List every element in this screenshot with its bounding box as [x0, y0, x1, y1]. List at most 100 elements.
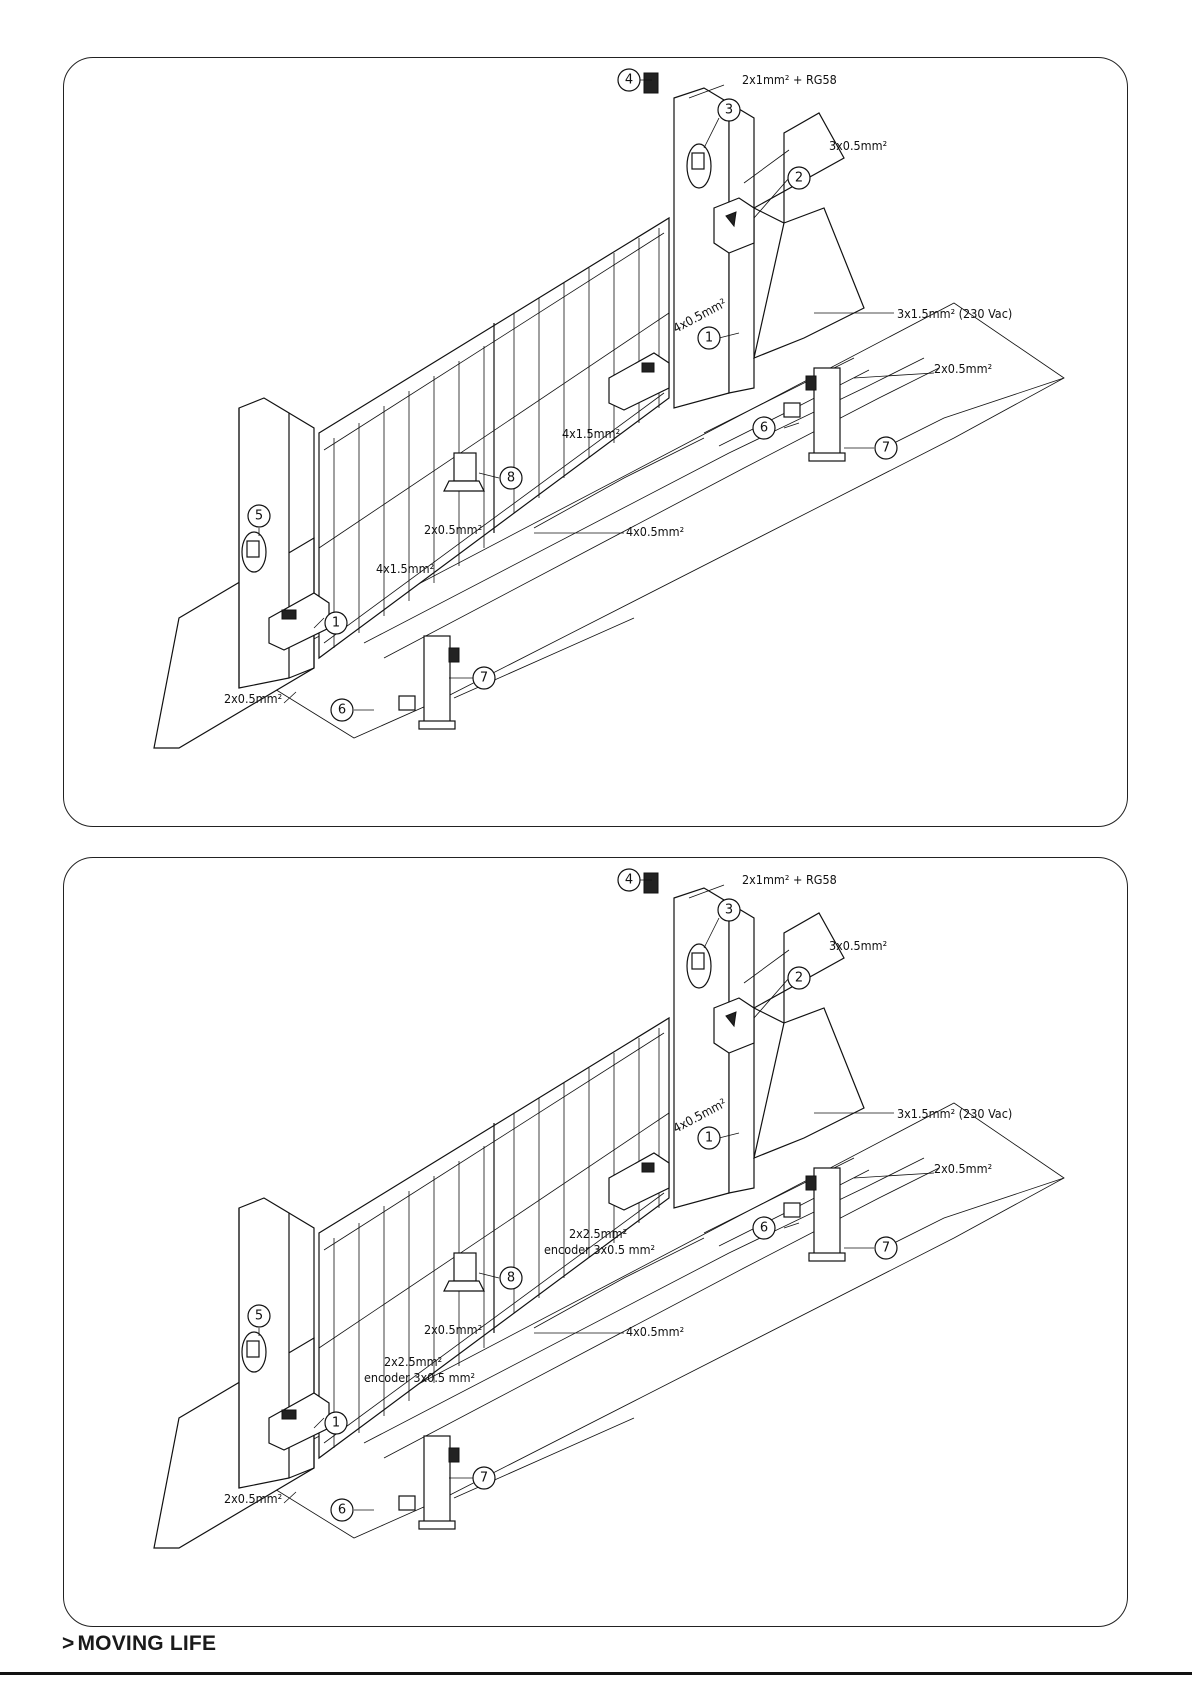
svg-text:5: 5: [255, 1309, 263, 1324]
label-motor-right-cable: 4x1.5mm²: [562, 426, 620, 441]
column-right: [805, 1167, 846, 1262]
callouts: 4 3 2 1 6 7 8 5 1 7 6: [247, 68, 898, 722]
label-left-column-cable: 2x0.5mm²: [224, 1491, 282, 1506]
brand-logo: >MOVING LIFE: [62, 1632, 216, 1656]
footer-divider: [0, 1672, 1192, 1675]
svg-text:3: 3: [725, 903, 733, 918]
svg-text:7: 7: [882, 1241, 890, 1256]
callout-1: 1: [697, 326, 721, 350]
svg-text:3: 3: [725, 103, 733, 118]
callout-7: 7: [472, 1466, 496, 1490]
svg-text:2: 2: [795, 171, 803, 186]
cable-routing: [248, 1102, 1065, 1539]
leader-lines: [258, 879, 935, 1511]
diagram-panel-bottom: 4 3 2 1 6 7 8 5 1 7 6 2x1mm² + RG58 3x0.…: [63, 857, 1128, 1627]
key-selector-right: [783, 402, 801, 418]
svg-text:7: 7: [480, 1471, 488, 1486]
label-photocell-gate-cable: 2x0.5mm²: [424, 522, 482, 537]
label-motor-left-cable: 2x2.5mm²: [384, 1354, 442, 1369]
callout-5: 5: [247, 1304, 271, 1328]
right-pillar: [673, 887, 865, 1209]
label-right-column-cable: 2x0.5mm²: [934, 1161, 992, 1176]
motor-right: [608, 1152, 670, 1211]
flashing-light: [643, 72, 659, 94]
callout-4: 4: [617, 868, 641, 892]
logo-text: MOVING LIFE: [77, 1632, 217, 1655]
callout-1: 1: [697, 1126, 721, 1150]
callout-4: 4: [617, 68, 641, 92]
label-photocell-cable: 3x0.5mm²: [829, 138, 887, 153]
svg-text:7: 7: [480, 671, 488, 686]
callout-8: 8: [499, 466, 523, 490]
svg-text:1: 1: [705, 1131, 713, 1146]
label-power-cable: 3x1.5mm² (230 Vac): [897, 1106, 1012, 1121]
label-right-column-cable: 2x0.5mm²: [934, 361, 992, 376]
motor-right: [608, 352, 670, 411]
callout-7: 7: [472, 666, 496, 690]
label-antenna-cable: 2x1mm² + RG58: [742, 72, 837, 87]
logo-arrow-icon: >: [62, 1632, 75, 1655]
callouts: 4 3 2 1 6 7 8 5 1 7 6: [247, 868, 898, 1522]
label-ground-cable: 4x0.5mm²: [626, 524, 684, 539]
label-left-column-cable: 2x0.5mm²: [224, 691, 282, 706]
control-box: [713, 197, 755, 254]
svg-text:4: 4: [625, 73, 633, 88]
control-box: [713, 997, 755, 1054]
gate-leaves: [318, 1016, 670, 1460]
callout-8: 8: [499, 1266, 523, 1290]
callout-3: 3: [717, 898, 741, 922]
key-selector-left: [398, 695, 416, 711]
svg-text:6: 6: [338, 1503, 346, 1518]
callout-2: 2: [787, 966, 811, 990]
photocell-gate: [443, 452, 485, 492]
callout-7: 7: [874, 436, 898, 460]
callout-2: 2: [787, 166, 811, 190]
label-photocell-gate-cable: 2x0.5mm²: [424, 1322, 482, 1337]
callout-6: 6: [752, 1216, 776, 1240]
svg-text:1: 1: [705, 331, 713, 346]
label-antenna-cable: 2x1mm² + RG58: [742, 872, 837, 887]
callout-1: 1: [324, 611, 348, 635]
label-photocell-cable: 3x0.5mm²: [829, 938, 887, 953]
label-motor-right-encoder: encoder 3x0.5 mm²: [544, 1242, 655, 1257]
svg-text:2: 2: [795, 971, 803, 986]
column-right: [805, 367, 846, 462]
photocell-wall-right: [686, 943, 712, 989]
callout-6: 6: [330, 698, 354, 722]
callout-5: 5: [247, 504, 271, 528]
right-pillar: [673, 87, 865, 409]
svg-text:1: 1: [332, 616, 340, 631]
label-motor-left-encoder: encoder 3x0.5 mm²: [364, 1370, 475, 1385]
callout-6: 6: [330, 1498, 354, 1522]
callout-1: 1: [324, 1411, 348, 1435]
svg-text:6: 6: [338, 703, 346, 718]
gate-installation-drawing: 4 3 2 1 6 7 8 5 1 7 6 2x1mm² + RG58 3x0.…: [153, 68, 1065, 749]
svg-text:8: 8: [507, 1271, 515, 1286]
photocell-wall-left: [241, 531, 267, 573]
svg-text:4: 4: [625, 873, 633, 888]
column-left: [418, 1435, 460, 1530]
diagram-panel-top: 4 3 2 1 6 7 8 5 1 7 6 2x1mm² + RG58 3x0.…: [63, 57, 1128, 827]
leader-lines: [258, 79, 935, 711]
svg-text:6: 6: [760, 1221, 768, 1236]
photocell-gate: [443, 1252, 485, 1292]
svg-text:7: 7: [882, 441, 890, 456]
key-selector-right: [783, 1202, 801, 1218]
svg-text:5: 5: [255, 509, 263, 524]
label-power-cable: 3x1.5mm² (230 Vac): [897, 306, 1012, 321]
label-ground-cable: 4x0.5mm²: [626, 1324, 684, 1339]
photocell-wall-right: [686, 143, 712, 189]
svg-text:6: 6: [760, 421, 768, 436]
column-left: [418, 635, 460, 730]
callout-7: 7: [874, 1236, 898, 1260]
svg-text:1: 1: [332, 1416, 340, 1431]
callout-3: 3: [717, 98, 741, 122]
svg-text:8: 8: [507, 471, 515, 486]
photocell-wall-left: [241, 1331, 267, 1373]
key-selector-left: [398, 1495, 416, 1511]
label-motor-left-cable: 4x1.5mm²: [376, 561, 434, 576]
flashing-light: [643, 872, 659, 894]
label-motor-right-cable: 2x2.5mm²: [569, 1226, 627, 1241]
gate-installation-drawing: 4 3 2 1 6 7 8 5 1 7 6 2x1mm² + RG58 3x0.…: [153, 868, 1065, 1549]
callout-6: 6: [752, 416, 776, 440]
